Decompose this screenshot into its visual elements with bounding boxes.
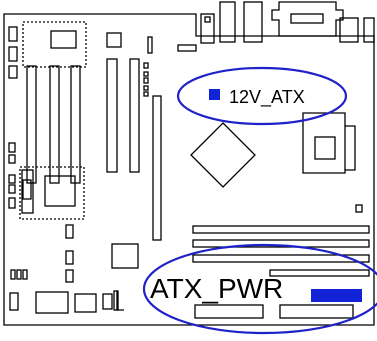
dimm-slot-1 <box>192 225 370 234</box>
cpu-socket-inner <box>314 136 336 160</box>
left-connector-3 <box>8 174 16 184</box>
small-chip-top <box>106 32 122 48</box>
clock-chip <box>111 243 139 269</box>
front-panel-header <box>74 293 97 313</box>
rear-io-2 <box>219 1 236 43</box>
io-jumper-1 <box>65 224 74 239</box>
fdd-pin-1 <box>10 269 16 280</box>
jumper-block-2 <box>8 46 18 62</box>
dimm-slot-4 <box>269 269 370 277</box>
atx-pwr-label: ATX_PWR <box>150 273 283 304</box>
isa-slot-1 <box>106 58 118 173</box>
dimm-slot-2 <box>192 239 370 248</box>
fdd-pin-2 <box>16 269 22 280</box>
rear-io-3 <box>243 1 263 43</box>
serial-port-inner <box>290 13 324 24</box>
jumper-small-3 <box>143 77 149 84</box>
cpu-side-jumper <box>355 204 363 213</box>
dimm-slot-3 <box>192 254 370 263</box>
jumper-small-5 <box>143 91 149 97</box>
left-connector-1 <box>8 142 16 153</box>
buzzer <box>35 291 69 314</box>
fdd-pin-3 <box>22 269 28 280</box>
jumper-small-2 <box>143 71 149 77</box>
jumper-block-1 <box>8 26 18 42</box>
small-connector-top <box>147 36 153 54</box>
left-connector-5 <box>8 197 16 209</box>
battery <box>9 292 19 311</box>
agp-slot <box>152 95 162 241</box>
small-header-1 <box>102 293 113 310</box>
cpu-socket-outer <box>302 112 356 174</box>
serial-port-connector <box>271 1 344 37</box>
atx-pwr-highlight <box>142 243 377 335</box>
12v-atx-connector-marker <box>209 89 220 100</box>
pci-slot-2 <box>49 65 60 184</box>
io-jumper-2 <box>65 250 74 265</box>
ide-connector-1 <box>194 304 264 319</box>
left-connector-2 <box>8 154 16 164</box>
rear-io-1-inner <box>204 16 211 23</box>
rear-io-4 <box>339 17 359 43</box>
fan-header-top <box>177 44 197 52</box>
southbridge-chip <box>44 175 76 207</box>
northbridge-chip <box>190 122 256 188</box>
audio-header-region <box>22 21 87 68</box>
rear-io-1 <box>200 13 215 44</box>
southbridge-region <box>19 166 85 220</box>
jumper-small-4 <box>143 85 149 91</box>
pci-slot-3 <box>70 65 81 184</box>
jumper-block-3 <box>8 65 18 79</box>
atx-pwr-connector-marker <box>311 289 362 302</box>
12v-atx-highlight <box>176 66 348 126</box>
isa-slot-2 <box>129 58 140 173</box>
bios-socket <box>21 169 34 214</box>
pci-slot-1 <box>26 65 37 184</box>
left-connector-4 <box>8 184 16 194</box>
rear-io-5 <box>363 17 375 43</box>
ide-connector-2 <box>279 304 354 319</box>
bios-chip <box>22 179 32 200</box>
small-header-3 <box>113 290 119 311</box>
io-jumper-3 <box>65 269 74 283</box>
jumper-small-1 <box>143 62 149 69</box>
12v-atx-label: 12V_ATX <box>229 87 305 108</box>
audio-chip <box>50 30 77 49</box>
